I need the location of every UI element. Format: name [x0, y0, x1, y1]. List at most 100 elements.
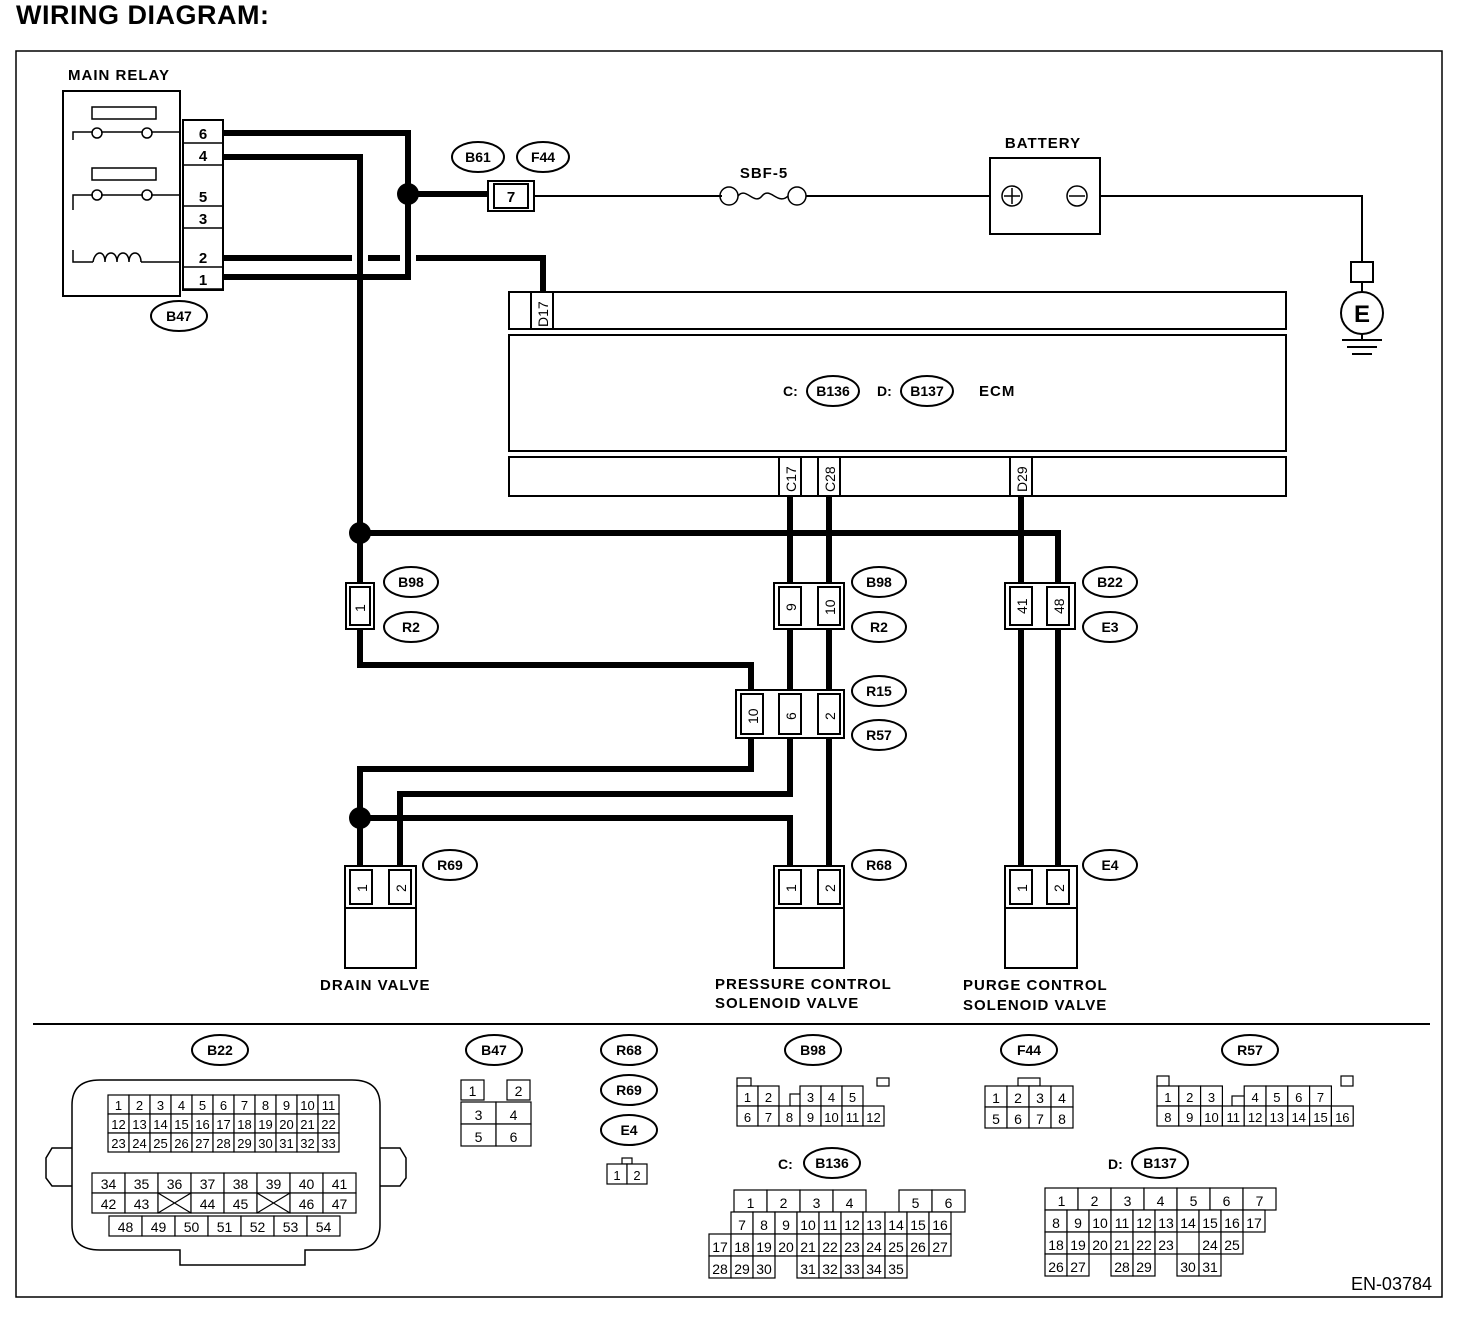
b22-pin: 36 [167, 1176, 183, 1192]
ecm-connector-strip-top [508, 291, 1287, 330]
b22-pin: 16 [195, 1117, 209, 1132]
b137-pin: 10 [1092, 1215, 1108, 1231]
b136-pin: 14 [888, 1217, 904, 1233]
r57-pin: 10 [1204, 1110, 1218, 1125]
wire-relay-2-to-ecm [416, 255, 546, 292]
b22-pin: 49 [151, 1219, 167, 1235]
b136-pin: 2 [780, 1195, 788, 1211]
fuse-icon [719, 186, 739, 206]
b22-pin: 29 [237, 1136, 251, 1151]
svg-text:R68: R68 [616, 1042, 642, 1058]
svg-text:B98: B98 [398, 574, 424, 590]
b136-pin: 32 [822, 1261, 838, 1277]
figure-id: EN-03784 [1351, 1274, 1432, 1294]
diagram-frame [15, 50, 1443, 1298]
b137-pin: 13 [1158, 1215, 1174, 1231]
b22-pin: 23 [111, 1136, 125, 1151]
svg-text:2: 2 [822, 712, 838, 720]
svg-text:2: 2 [822, 884, 838, 892]
ecm: D17 C17 C28 D29 C: B136 D: B137 ECM [508, 291, 1287, 497]
ecm-connector-c: B136 [816, 383, 850, 399]
b98-pin: 11 [846, 1110, 860, 1125]
svg-text:B61: B61 [465, 149, 491, 165]
ecm-connector-strip-bottom [508, 456, 1287, 497]
drain-valve: 1 2 DRAIN VALVE [320, 865, 430, 994]
b22-pin: 48 [118, 1219, 134, 1235]
b136-pin: 15 [910, 1217, 926, 1233]
b22-pin: 25 [153, 1136, 167, 1151]
b22-pin: 5 [199, 1098, 206, 1113]
connector-b98-tag-right: B98 [851, 566, 907, 598]
b98-pin: 9 [807, 1110, 814, 1125]
b136-pin: 21 [800, 1239, 816, 1255]
b98-pin: 10 [824, 1110, 838, 1125]
b22-pin: 38 [233, 1176, 249, 1192]
svg-text:D:: D: [877, 383, 892, 399]
b22-pin: 12 [111, 1117, 125, 1132]
b22-pin: 3 [157, 1098, 164, 1113]
connector-f44-tag: F44 [516, 141, 570, 173]
main-relay-body [62, 90, 181, 297]
b137-pin: 28 [1114, 1259, 1130, 1275]
b136-pin: 22 [822, 1239, 838, 1255]
b137-pin: 29 [1136, 1259, 1152, 1275]
b22-pin: 32 [300, 1136, 314, 1151]
svg-text:R68: R68 [866, 857, 892, 873]
relay-pin: 3 [199, 211, 207, 228]
connector-b98-r2-left: 1 [345, 582, 375, 630]
b22-pin: 1 [115, 1098, 122, 1113]
svg-text:1: 1 [783, 884, 799, 892]
b98-pin: 12 [866, 1110, 880, 1125]
ecm-pin-c28: C28 [822, 466, 838, 492]
r57-pin: 1 [1164, 1090, 1171, 1105]
r57-pin: 3 [1208, 1090, 1215, 1105]
b22-pin: 24 [132, 1136, 146, 1151]
b98-pin: 8 [786, 1110, 793, 1125]
r57-pin: 7 [1317, 1090, 1324, 1105]
b22-pin: 50 [184, 1219, 200, 1235]
b136-pin: 8 [760, 1217, 768, 1233]
relay-coil-icon [92, 252, 142, 263]
svg-text:PRESSURE CONTROL: PRESSURE CONTROL [715, 976, 892, 993]
b136-pin: 11 [823, 1217, 838, 1233]
connector-b22-tag: B22 [1082, 566, 1138, 598]
f44-pin: 2 [1014, 1090, 1022, 1106]
r57-pin: 14 [1291, 1110, 1305, 1125]
svg-text:6: 6 [783, 712, 799, 720]
b22-pin: 19 [258, 1117, 272, 1132]
svg-text:1: 1 [352, 604, 368, 612]
svg-text:BATTERY: BATTERY [1005, 135, 1081, 152]
b137-pin: 5 [1190, 1193, 1198, 1209]
b98-pin: 4 [828, 1090, 835, 1105]
b137-pin: 24 [1202, 1237, 1218, 1253]
drain-valve-label: DRAIN VALVE [320, 977, 430, 994]
connector-r15-tag: R15 [851, 675, 907, 707]
r57-pin: 6 [1295, 1090, 1302, 1105]
b137-pin: 14 [1180, 1215, 1196, 1231]
b22-pin: 17 [216, 1117, 230, 1132]
svg-text:9: 9 [783, 603, 799, 611]
svg-text:B98: B98 [800, 1042, 826, 1058]
svg-text:PURGE CONTROL: PURGE CONTROL [963, 977, 1108, 994]
b136-pin: 31 [800, 1261, 816, 1277]
svg-text:SOLENOID VALVE: SOLENOID VALVE [715, 995, 859, 1012]
relay-pin: 1 [199, 272, 207, 289]
b22-pin: 44 [200, 1196, 216, 1212]
r57-pin: 15 [1313, 1110, 1327, 1125]
relay-pin: 6 [199, 126, 207, 143]
connector-b98-r2-right: 9 10 [773, 582, 845, 630]
b22-pin: 27 [195, 1136, 209, 1151]
r57-pin: 9 [1186, 1110, 1193, 1125]
battery: BATTERY [989, 135, 1101, 235]
b22-pin: 34 [101, 1176, 117, 1192]
relay-switch-2 [91, 167, 157, 181]
legend-b22-tag: B22 [207, 1042, 233, 1058]
b137-pin: 9 [1074, 1215, 1082, 1231]
ecm-label: ECM [979, 383, 1015, 400]
b22-pin: 9 [283, 1098, 290, 1113]
b22-pin: 15 [174, 1117, 188, 1132]
b22-housing [71, 1079, 381, 1266]
b22-pin: 51 [217, 1219, 233, 1235]
b22-pin: 52 [250, 1219, 266, 1235]
